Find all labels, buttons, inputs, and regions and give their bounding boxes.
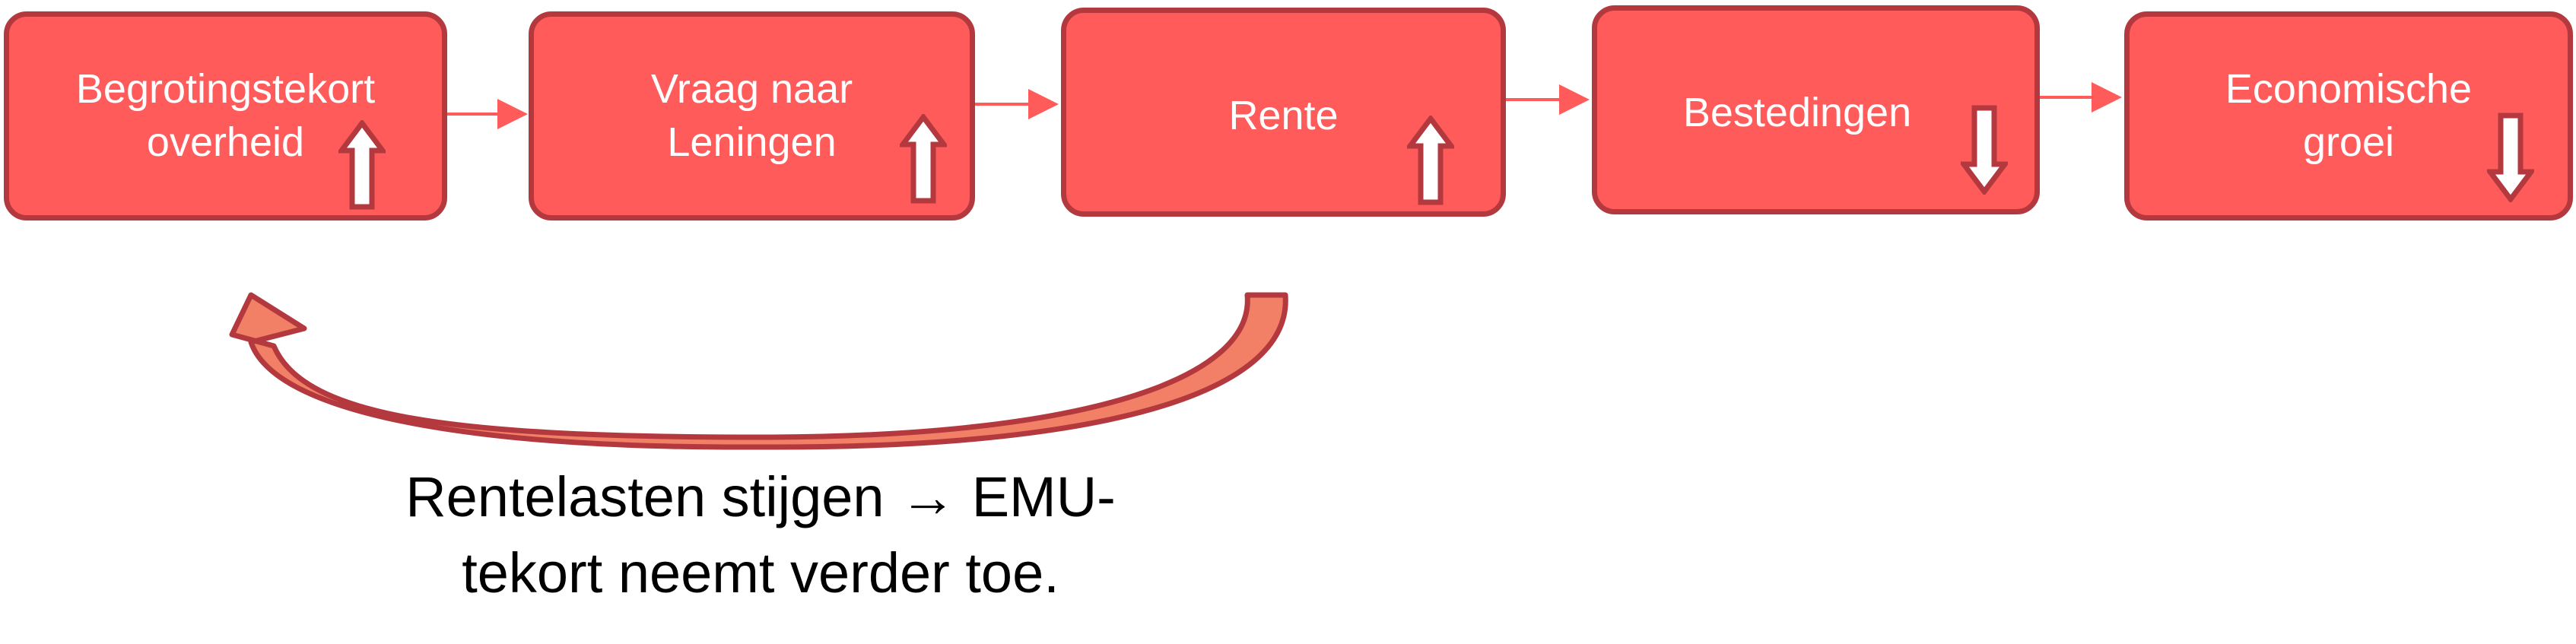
box-begrotingstekort-label: Begrotingstekort overheid: [75, 66, 376, 165]
box-bestedingen: [1592, 5, 2040, 214]
box-rente-label: Rente: [1228, 93, 1339, 138]
box-bestedingen-label: Bestedingen: [1682, 90, 1912, 135]
up-arrow-icon: [338, 120, 386, 210]
down-arrow-icon: [2487, 113, 2534, 202]
box-vraag-naar-leningen-label: Vraag naar Leningen: [650, 66, 853, 165]
down-arrow-icon: [1961, 105, 2008, 195]
feedback-curved-arrow: [229, 292, 1288, 450]
feedback-caption: Rentelasten stijgen → EMU- tekort neemt …: [405, 465, 1116, 604]
box-vraag-naar-leningen: [529, 11, 975, 220]
up-arrow-icon: [900, 114, 947, 204]
up-arrow-icon: [1407, 116, 1454, 205]
box-economische-groei-label: Economische groei: [2225, 66, 2473, 165]
